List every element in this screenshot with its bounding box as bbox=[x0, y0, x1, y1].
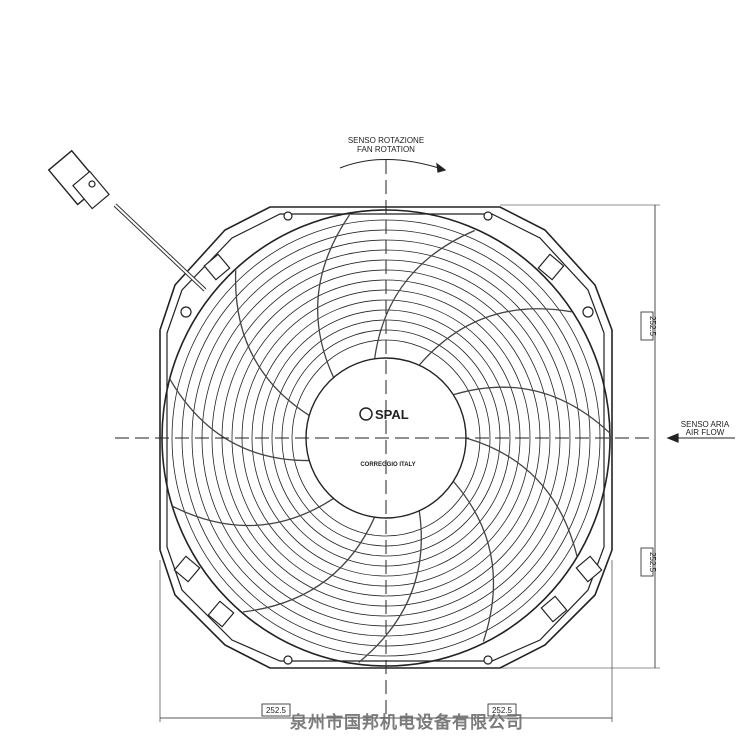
fan-blade bbox=[242, 516, 376, 613]
mounting-tabs bbox=[173, 211, 603, 665]
fan-blade bbox=[358, 510, 422, 663]
dim-right: 252.5 bbox=[492, 706, 513, 715]
fan-blade bbox=[453, 386, 611, 434]
fan-blades bbox=[169, 214, 611, 663]
fan-blade bbox=[418, 308, 572, 366]
svg-text:SPAL: SPAL bbox=[375, 407, 409, 422]
airflow-label-en: AIR FLOW bbox=[686, 428, 725, 437]
fan-blade bbox=[234, 270, 310, 417]
dim-left: 252.5 bbox=[266, 706, 287, 715]
rotation-label-en: FAN ROTATION bbox=[357, 145, 415, 154]
fan-blade bbox=[465, 437, 578, 557]
dim-top: 252.5 bbox=[648, 316, 657, 337]
fan-blade bbox=[169, 378, 310, 462]
fan-blade bbox=[172, 497, 334, 527]
spal-logo: SPAL bbox=[359, 407, 409, 422]
rotation-label-it: SENSO ROTAZIONE bbox=[348, 136, 424, 145]
connector-cable bbox=[47, 149, 207, 292]
dim-bottom: 252.5 bbox=[648, 552, 657, 573]
airflow-label-it: SENSO ARIA bbox=[681, 420, 730, 429]
watermark: 泉州市国邦机电设备有限公司 bbox=[290, 713, 524, 733]
rotation-arrow bbox=[339, 158, 446, 171]
fan-blade bbox=[452, 480, 495, 642]
fan-blade bbox=[317, 214, 350, 378]
fan-blade bbox=[373, 229, 475, 359]
origin-label: CORREGGIO ITALY bbox=[360, 462, 415, 468]
